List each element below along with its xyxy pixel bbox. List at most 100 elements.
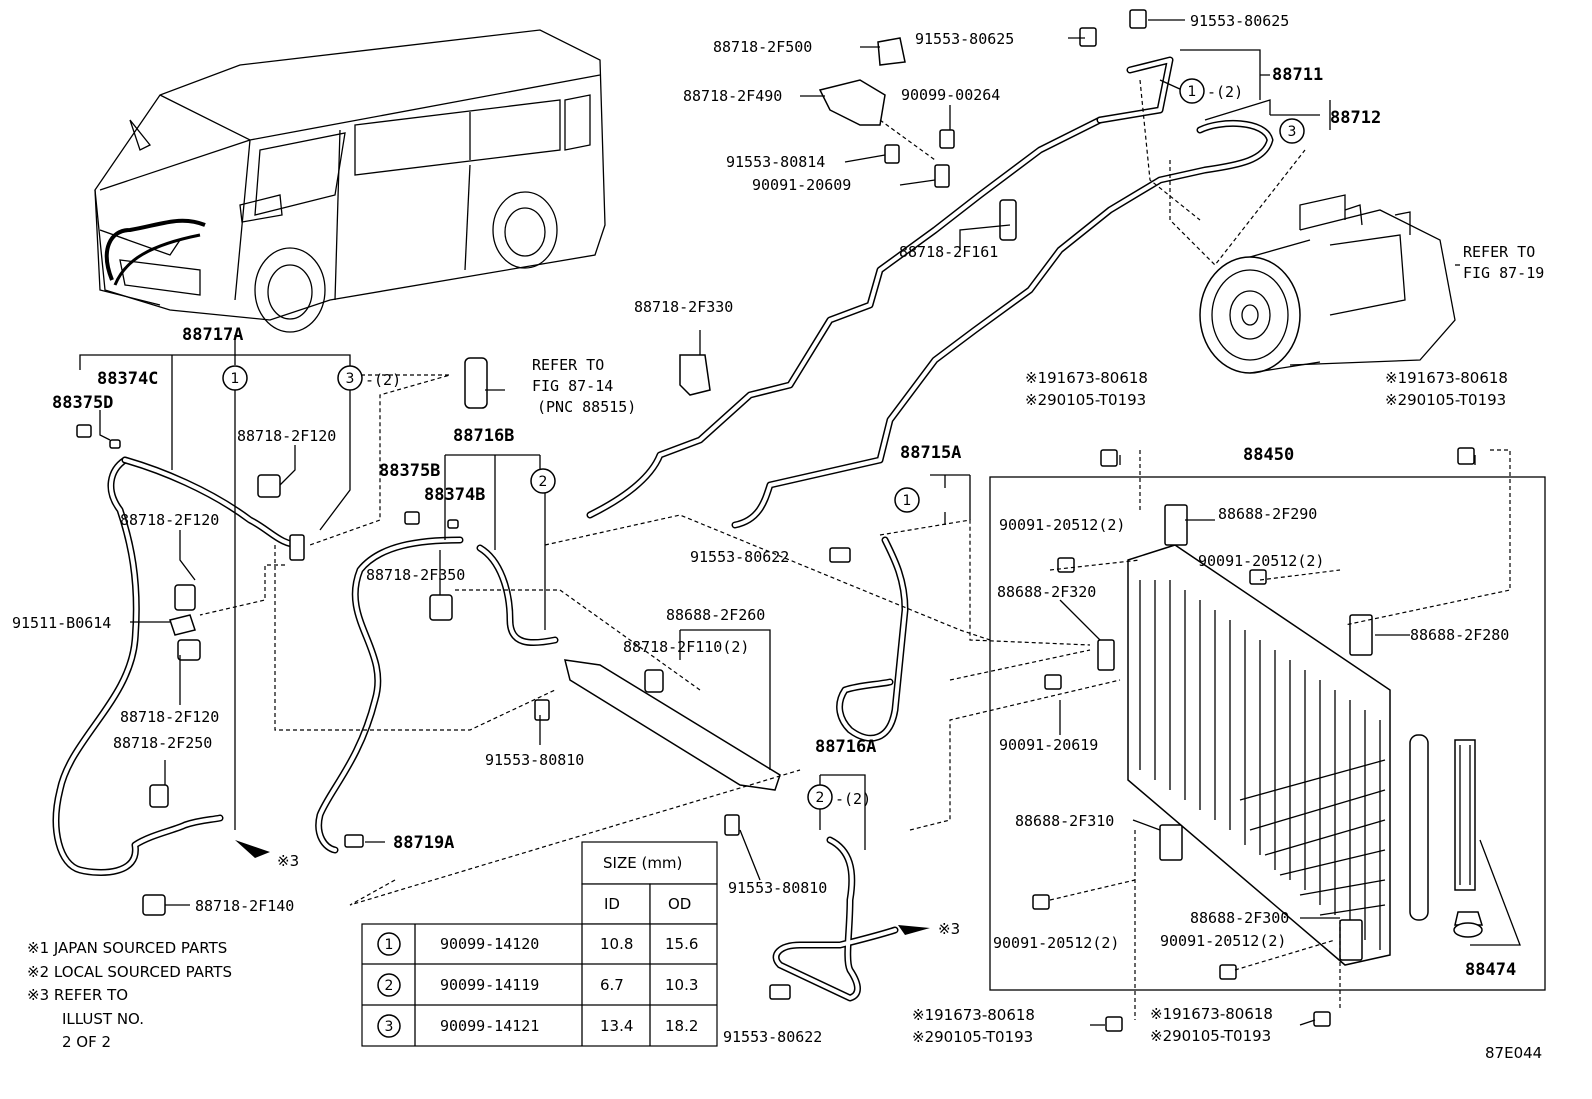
label-90091-20512-a: 90091-20512(2) (999, 516, 1125, 534)
ref-fig8714-c: (PNC 88515) (537, 398, 636, 416)
label-88688-2F300: 88688-2F300 (1190, 909, 1289, 927)
circled-markers: 1 3 2 1 2 1 3 (222, 78, 1305, 810)
label-88718-2F490: 88718-2F490 (683, 87, 782, 105)
label-88718-2F110: 88718-2F110(2) (623, 638, 749, 656)
svg-text:2: 2 (385, 978, 394, 994)
footnotes: ※1 JAPAN SOURCED PARTS ※2 LOCAL SOURCED … (27, 939, 232, 1051)
label-88688-2F310: 88688-2F310 (1015, 812, 1114, 830)
svg-text:2: 2 (816, 790, 825, 806)
o-ring-size-table: SIZE (mm) ID OD 1 90099-14120 10.8 15.6 … (361, 841, 718, 1047)
label-88688-2F260: 88688-2F260 (666, 606, 765, 624)
label-91553-80814: 91553-80814 (726, 153, 825, 171)
svg-text:13.4: 13.4 (600, 1017, 633, 1035)
label-88718-2F120-b: 88718-2F120 (120, 511, 219, 529)
label-91553-80622-b: 91553-80622 (723, 1028, 822, 1046)
label-88717A: 88717A (182, 325, 243, 345)
condenser-88450 (989, 476, 1546, 991)
svg-text:15.6: 15.6 (665, 935, 698, 953)
label-88719A: 88719A (393, 833, 454, 853)
footnote-2: ※2 LOCAL SOURCED PARTS (27, 963, 232, 981)
label-star2-top-left: ※290105-T0193 (1025, 391, 1146, 409)
marker-2-88716A: 2 (807, 784, 833, 810)
qty-label-left: -(2) (365, 371, 401, 389)
svg-text:6.7: 6.7 (600, 976, 624, 994)
svg-text:1: 1 (231, 371, 240, 387)
label-88375B: 88375B (379, 461, 440, 481)
qty-label-88711: -(2) (1207, 83, 1243, 101)
label-91553-80625-b: 91553-80625 (1190, 12, 1289, 30)
footnote-3-line3: 2 OF 2 (62, 1033, 111, 1051)
leader-lines (79, 19, 1521, 1026)
size-table-col-od: OD (668, 895, 691, 913)
marker-3-left: 3 (337, 365, 363, 391)
label-90091-20609: 90091-20609 (752, 176, 851, 194)
label-88688-2F290: 88688-2F290 (1218, 505, 1317, 523)
fittings-and-bolts (76, 9, 1475, 1032)
svg-text:2: 2 (539, 474, 548, 490)
size-table-row-2: 2 90099-14119 6.7 10.3 (377, 973, 698, 997)
footnote-3-line2: ILLUST NO. (62, 1010, 144, 1028)
svg-text:1: 1 (1188, 84, 1197, 100)
label-star1-top-right: ※191673-80618 (1385, 369, 1508, 387)
svg-text:3: 3 (385, 1019, 394, 1035)
footnote-1: ※1 JAPAN SOURCED PARTS (27, 939, 227, 957)
size-table-row-1: 1 90099-14120 10.8 15.6 (377, 932, 698, 956)
svg-text:18.2: 18.2 (665, 1017, 698, 1035)
ref-fig8714-a: REFER TO (532, 356, 604, 374)
marker-2-mid: 2 (530, 468, 556, 494)
label-star2-bottom-right: ※290105-T0193 (1150, 1027, 1271, 1045)
svg-text:3: 3 (1288, 124, 1297, 140)
label-star2-bottom-left: ※290105-T0193 (912, 1028, 1033, 1046)
label-88715A: 88715A (900, 443, 961, 463)
label-88712: 88712 (1330, 108, 1381, 128)
label-88718-2F350: 88718-2F350 (366, 566, 465, 584)
svg-text:1: 1 (903, 493, 912, 509)
ref-star3-right: ※3 (938, 920, 960, 938)
label-88374C: 88374C (97, 369, 158, 389)
qty-label-88716A: -(2) (835, 790, 871, 808)
label-91553-80810-a: 91553-80810 (485, 751, 584, 769)
size-table-header: SIZE (mm) (603, 854, 682, 872)
label-88718-2F120-a: 88718-2F120 (237, 427, 336, 445)
label-90091-20619: 90091-20619 (999, 736, 1098, 754)
label-star1-bottom-left: ※191673-80618 (912, 1006, 1035, 1024)
size-table-col-id: ID (604, 895, 620, 913)
label-88711: 88711 (1272, 65, 1323, 85)
svg-text:10.8: 10.8 (600, 935, 633, 953)
ref-fig8719-b: FIG 87-19 (1463, 264, 1544, 282)
label-star2-top-right: ※290105-T0193 (1385, 391, 1506, 409)
label-90091-20512-b: 90091-20512(2) (1198, 552, 1324, 570)
label-88688-2F320: 88688-2F320 (997, 583, 1096, 601)
label-88716B: 88716B (453, 426, 514, 446)
svg-text:90099-14120: 90099-14120 (440, 935, 539, 953)
label-90099-00264: 90099-00264 (901, 86, 1000, 104)
label-88716A: 88716A (815, 737, 876, 757)
footnote-3: ※3 REFER TO (27, 986, 128, 1004)
svg-text:90099-14121: 90099-14121 (440, 1017, 539, 1035)
label-88718-2F250: 88718-2F250 (113, 734, 212, 752)
label-88375D: 88375D (52, 393, 113, 413)
label-88718-2F120-c: 88718-2F120 (120, 708, 219, 726)
van-illustration (94, 29, 606, 333)
label-88718-2F330: 88718-2F330 (634, 298, 733, 316)
svg-text:3: 3 (346, 371, 355, 387)
ref-fig8719-a: REFER TO (1463, 243, 1535, 261)
ac-compressor (1199, 194, 1456, 374)
marker-1-left: 1 (222, 365, 248, 391)
svg-text:90099-14119: 90099-14119 (440, 976, 539, 994)
part-labels: 88717A 88374C 88375D -(2) 88718-2F120 88… (12, 12, 1544, 1062)
marker-1-88715A: 1 (894, 487, 920, 513)
svg-text:1: 1 (385, 937, 394, 953)
label-star1-bottom-right: ※191673-80618 (1150, 1005, 1273, 1023)
label-88718-2F161: 88718-2F161 (899, 243, 998, 261)
svg-text:10.3: 10.3 (665, 976, 698, 994)
refrigerant-pipes (52, 56, 1274, 1002)
size-table-row-3: 3 90099-14121 13.4 18.2 (377, 1014, 698, 1038)
figure-code: 87E044 (1485, 1044, 1542, 1062)
marker-3-88712: 3 (1279, 118, 1305, 144)
label-88374B: 88374B (424, 485, 485, 505)
ref-star3-left: ※3 (277, 852, 299, 870)
label-88688-2F280: 88688-2F280 (1410, 626, 1509, 644)
label-90091-20512-d: 90091-20512(2) (1160, 932, 1286, 950)
